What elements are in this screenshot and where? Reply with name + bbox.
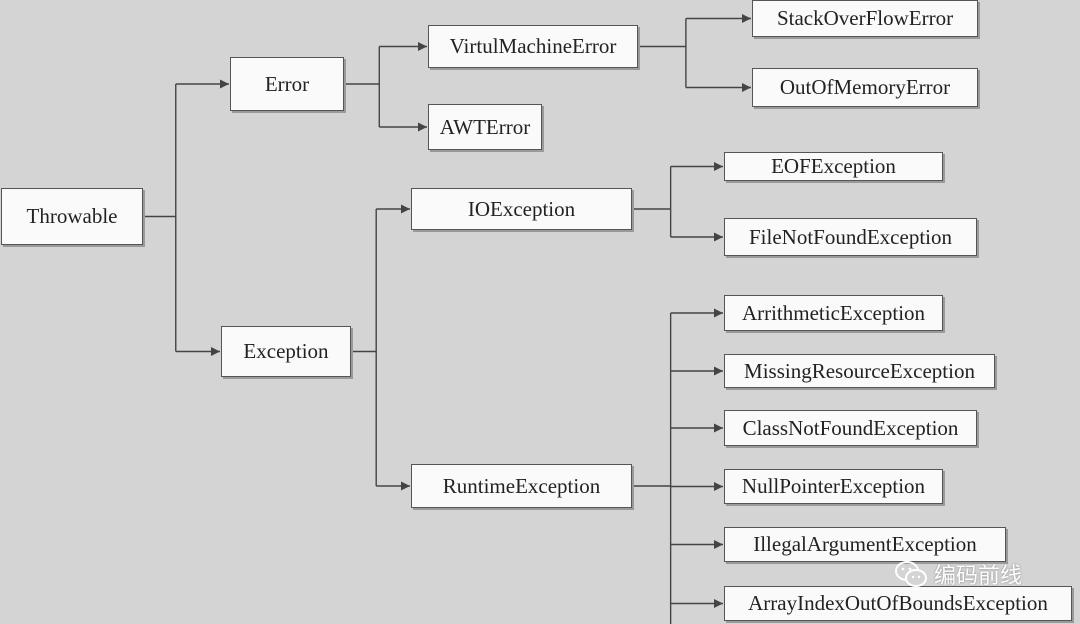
node-arithmetic-exception: ArrithmeticException (724, 295, 943, 331)
node-stack-overflow-error: StackOverFlowError (752, 0, 978, 37)
node-out-of-memory-error: OutOfMemoryError (752, 68, 978, 107)
connector-rte (632, 308, 723, 608)
node-array-index-out-of-bounds-exception: ArrayIndexOutOfBoundsException (724, 586, 1072, 621)
connector-error (344, 42, 427, 132)
connector-exception (351, 204, 410, 491)
node-awt-error: AWTError (428, 104, 542, 150)
connector-ioe (632, 162, 723, 242)
connector-throwable (143, 79, 229, 356)
node-exception: Exception (221, 326, 351, 377)
node-class-not-found-exception: ClassNotFoundException (724, 410, 977, 446)
node-file-not-found-exception: FileNotFoundException (724, 218, 977, 256)
node-io-exception: IOException (411, 188, 632, 230)
node-runtime-exception: RuntimeException (411, 464, 632, 508)
connector-vme (638, 14, 751, 92)
node-null-pointer-exception: NullPointerException (724, 469, 943, 504)
watermark: 编码前线 (894, 558, 1022, 590)
node-illegal-argument-exception: IllegalArgumentException (724, 527, 1006, 562)
wechat-icon (895, 561, 927, 587)
node-virtual-machine-error: VirtulMachineError (428, 25, 638, 68)
node-missing-resource-exception: MissingResourceException (724, 354, 995, 388)
node-eof-exception: EOFException (724, 152, 943, 181)
node-error: Error (230, 57, 344, 111)
node-throwable: Throwable (1, 188, 143, 245)
watermark-text: 编码前线 (934, 564, 1023, 589)
